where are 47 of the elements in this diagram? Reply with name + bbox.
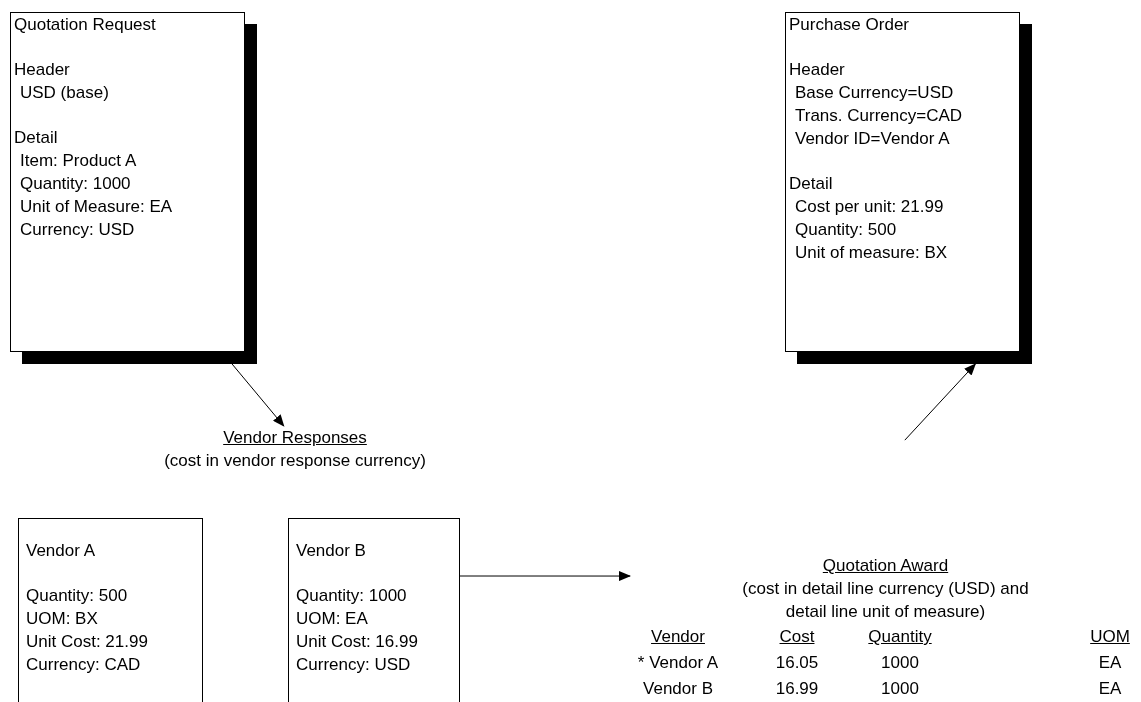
- box-text: Header: [14, 59, 71, 81]
- box-text: UOM: EA: [296, 608, 369, 630]
- box-text: Unit of Measure: EA: [19, 196, 174, 218]
- table-cell-text: 1000: [881, 652, 919, 674]
- box-text: Quotation Request: [14, 14, 157, 36]
- column-header: Quantity: [868, 626, 932, 648]
- table-cell-text: 16.05: [775, 652, 819, 674]
- box-text: Vendor ID=Vendor A: [794, 128, 951, 150]
- heading-text: Vendor Responses: [222, 427, 368, 449]
- box-text: Trans. Currency=CAD: [794, 105, 964, 127]
- box-text: Header: [789, 59, 846, 81]
- box-text: Base Currency=USD: [794, 82, 955, 104]
- box-text: USD (base): [19, 82, 110, 104]
- box-text: Unit of measure: BX: [794, 242, 949, 264]
- box-text: Quantity: 500: [794, 219, 898, 241]
- subtitle-text: (cost in vendor response currency): [163, 450, 427, 472]
- box-text: Item: Product A: [19, 150, 138, 172]
- column-header: Vendor: [651, 626, 705, 648]
- vendor-box: [18, 518, 203, 702]
- table-cell-text: 1000: [881, 678, 919, 700]
- box-text: Currency: CAD: [26, 654, 142, 676]
- box-text: Vendor A: [26, 540, 96, 562]
- box-text: Unit Cost: 21.99: [26, 631, 149, 653]
- table-cell-text: 16.99: [775, 678, 819, 700]
- arrow: [231, 363, 285, 427]
- column-header: UOM: [1090, 626, 1130, 648]
- subtitle-text: (cost in detail line currency (USD) and detail line unit of measure): [741, 578, 1030, 623]
- box-text: Quantity: 1000: [19, 173, 132, 195]
- vendor-box: [288, 518, 460, 702]
- box-text: Quantity: 1000: [296, 585, 408, 607]
- arrow: [459, 571, 631, 582]
- box-text: Quantity: 500: [26, 585, 129, 607]
- box-text: Cost per unit: 21.99: [794, 196, 945, 218]
- box-text: Currency: USD: [296, 654, 412, 676]
- heading-text: Quotation Award: [821, 555, 950, 577]
- box-text: Detail: [789, 173, 834, 195]
- box-text: Unit Cost: 16.99: [296, 631, 419, 653]
- box-text: Vendor B: [296, 540, 367, 562]
- box-text: Currency: USD: [19, 219, 136, 241]
- column-header: Cost: [779, 626, 815, 648]
- table-cell-text: EA: [1098, 678, 1122, 700]
- box-text: Detail: [14, 127, 59, 149]
- table-cell-text: EA: [1098, 652, 1122, 674]
- box-text: Purchase Order: [789, 14, 910, 36]
- box-text: UOM: BX: [26, 608, 99, 630]
- table-cell-text: * Vendor A: [637, 652, 719, 674]
- table-cell-text: Vendor B: [643, 678, 713, 700]
